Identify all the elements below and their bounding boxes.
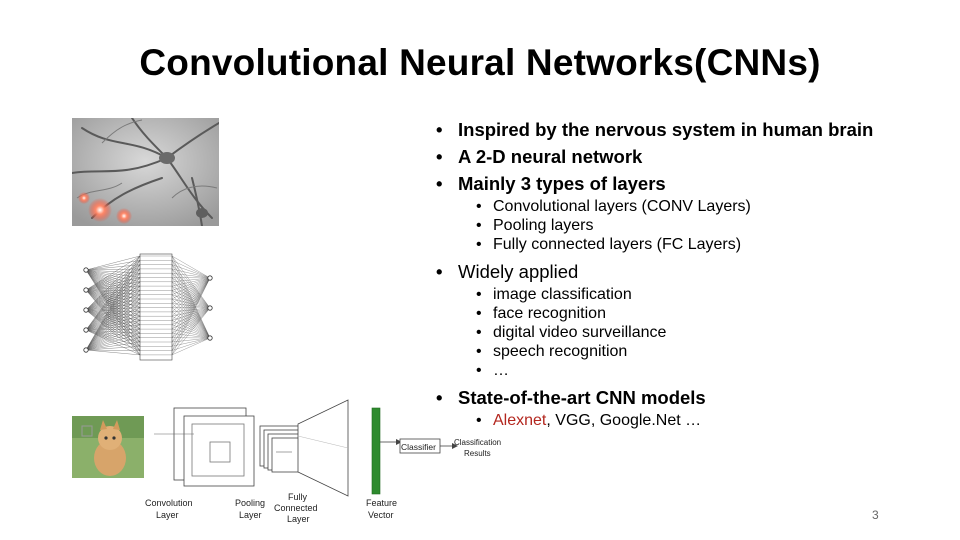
feature-vector-bar — [371, 407, 381, 495]
bullet-2d-network: A 2-D neural network — [436, 143, 956, 170]
sub-bullet-face-recognition: face recognition — [456, 304, 956, 323]
bullet-list: Inspired by the nervous system in human … — [436, 116, 956, 434]
classifier-label: Classifier — [401, 442, 436, 452]
sub-bullet-video-surveillance: digital video surveillance — [456, 323, 956, 342]
sub-bullet-ellipsis: … — [456, 361, 956, 380]
sub-bullet-models: Alexnet, VGG, Google.Net … — [456, 411, 956, 430]
bullet-layer-types: Mainly 3 types of layers — [436, 170, 956, 197]
neuron-image — [72, 118, 219, 226]
page-number: 3 — [872, 508, 879, 522]
convolution-label-2: Layer — [156, 510, 179, 520]
pooling-label-1: Pooling — [235, 498, 265, 508]
fully-connected-label-2: Connected — [274, 503, 318, 513]
pooling-label-2: Layer — [239, 510, 262, 520]
sub-bullet-fc-layers: Fully connected layers (FC Layers) — [456, 235, 956, 254]
classification-results-label-2: Results — [464, 449, 491, 458]
sub-bullet-pooling-layers: Pooling layers — [456, 216, 956, 235]
feature-vector-label-1: Feature — [366, 498, 397, 508]
sub-bullet-image-classification: image classification — [456, 285, 956, 304]
convolution-label-1: Convolution — [145, 498, 193, 508]
neural-network-diagram — [72, 248, 232, 366]
bullet-sota-models: State-of-the-art CNN models — [436, 384, 956, 411]
bullet-widely-applied: Widely applied — [436, 258, 956, 285]
bullet-inspired: Inspired by the nervous system in human … — [436, 116, 956, 143]
cat-image — [72, 416, 144, 478]
fully-connected-label-3: Layer — [287, 514, 310, 524]
feature-vector-label-2: Vector — [368, 510, 394, 520]
cnn-pipeline-diagram: · · · Classifier Classification Results … — [70, 396, 510, 526]
other-models-text: , VGG, Google.Net … — [546, 412, 702, 429]
alexnet-text: Alexnet — [493, 412, 547, 429]
slide-title: Convolutional Neural Networks(CNNs) — [139, 42, 821, 83]
sub-bullet-conv-layers: Convolutional layers (CONV Layers) — [456, 197, 956, 216]
fully-connected-label-1: Fully — [288, 492, 308, 502]
sub-bullet-speech-recognition: speech recognition — [456, 342, 956, 361]
classification-results-label-1: Classification — [454, 438, 501, 447]
